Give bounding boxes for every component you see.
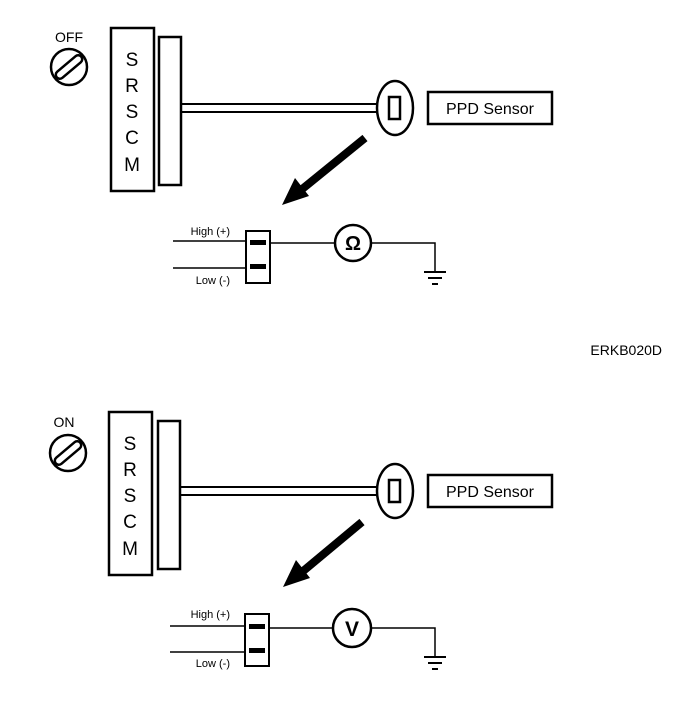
- connector-high-label: High (+): [191, 226, 230, 238]
- meter-symbol: Ω: [345, 233, 361, 255]
- connector-low-label: Low (-): [196, 658, 230, 670]
- harness-wire: [181, 103, 392, 113]
- panel-off-resistance: OFF S R S C M PPD Sensor High (+): [49, 26, 554, 287]
- key-state-label: ON: [54, 414, 75, 430]
- module-letter: C: [123, 512, 137, 533]
- key-state-label: OFF: [55, 29, 83, 45]
- panel-on-voltage: ON S R S C M PPD Sensor High (+): [48, 410, 554, 670]
- sensor-connector-icon: [375, 79, 415, 137]
- sensor-label: PPD Sensor: [446, 484, 535, 501]
- ignition-key-off-icon: [49, 47, 89, 87]
- srscm-module: S R S C M: [107, 410, 182, 577]
- module-letter: M: [124, 155, 140, 176]
- test-circuit-voltage: High (+) Low (-) V: [170, 607, 446, 670]
- srscm-module: S R S C M: [109, 26, 183, 193]
- module-letter: S: [124, 434, 137, 455]
- module-letter: C: [125, 128, 139, 149]
- ignition-key-on-icon: [48, 433, 88, 473]
- module-letter: S: [124, 486, 137, 507]
- harness-wire: [180, 486, 392, 496]
- connector-low-label: Low (-): [196, 275, 230, 287]
- meter-symbol: V: [345, 618, 359, 641]
- module-letter: M: [122, 539, 138, 560]
- ground-icon: [424, 271, 446, 285]
- sensor-connector-icon: [375, 462, 415, 520]
- arrow-icon: [282, 134, 368, 205]
- test-connector: [245, 230, 271, 284]
- ppd-sensor-box: PPD Sensor: [426, 90, 554, 126]
- ground-icon: [424, 656, 446, 670]
- arrow-icon: [283, 518, 365, 587]
- test-connector: [244, 613, 270, 667]
- ppd-sensor-box: PPD Sensor: [426, 473, 554, 509]
- connector-high-label: High (+): [191, 609, 230, 621]
- module-letter: R: [125, 76, 139, 97]
- figure-code: ERKB020D: [590, 342, 662, 358]
- ohmmeter-icon: Ω: [333, 223, 373, 263]
- voltmeter-icon: V: [331, 607, 373, 649]
- module-letter: S: [126, 102, 139, 123]
- sensor-label: PPD Sensor: [446, 101, 535, 118]
- test-circuit-resistance: High (+) Low (-) Ω: [173, 223, 446, 287]
- module-letter: S: [126, 50, 139, 71]
- module-letter: R: [123, 460, 137, 481]
